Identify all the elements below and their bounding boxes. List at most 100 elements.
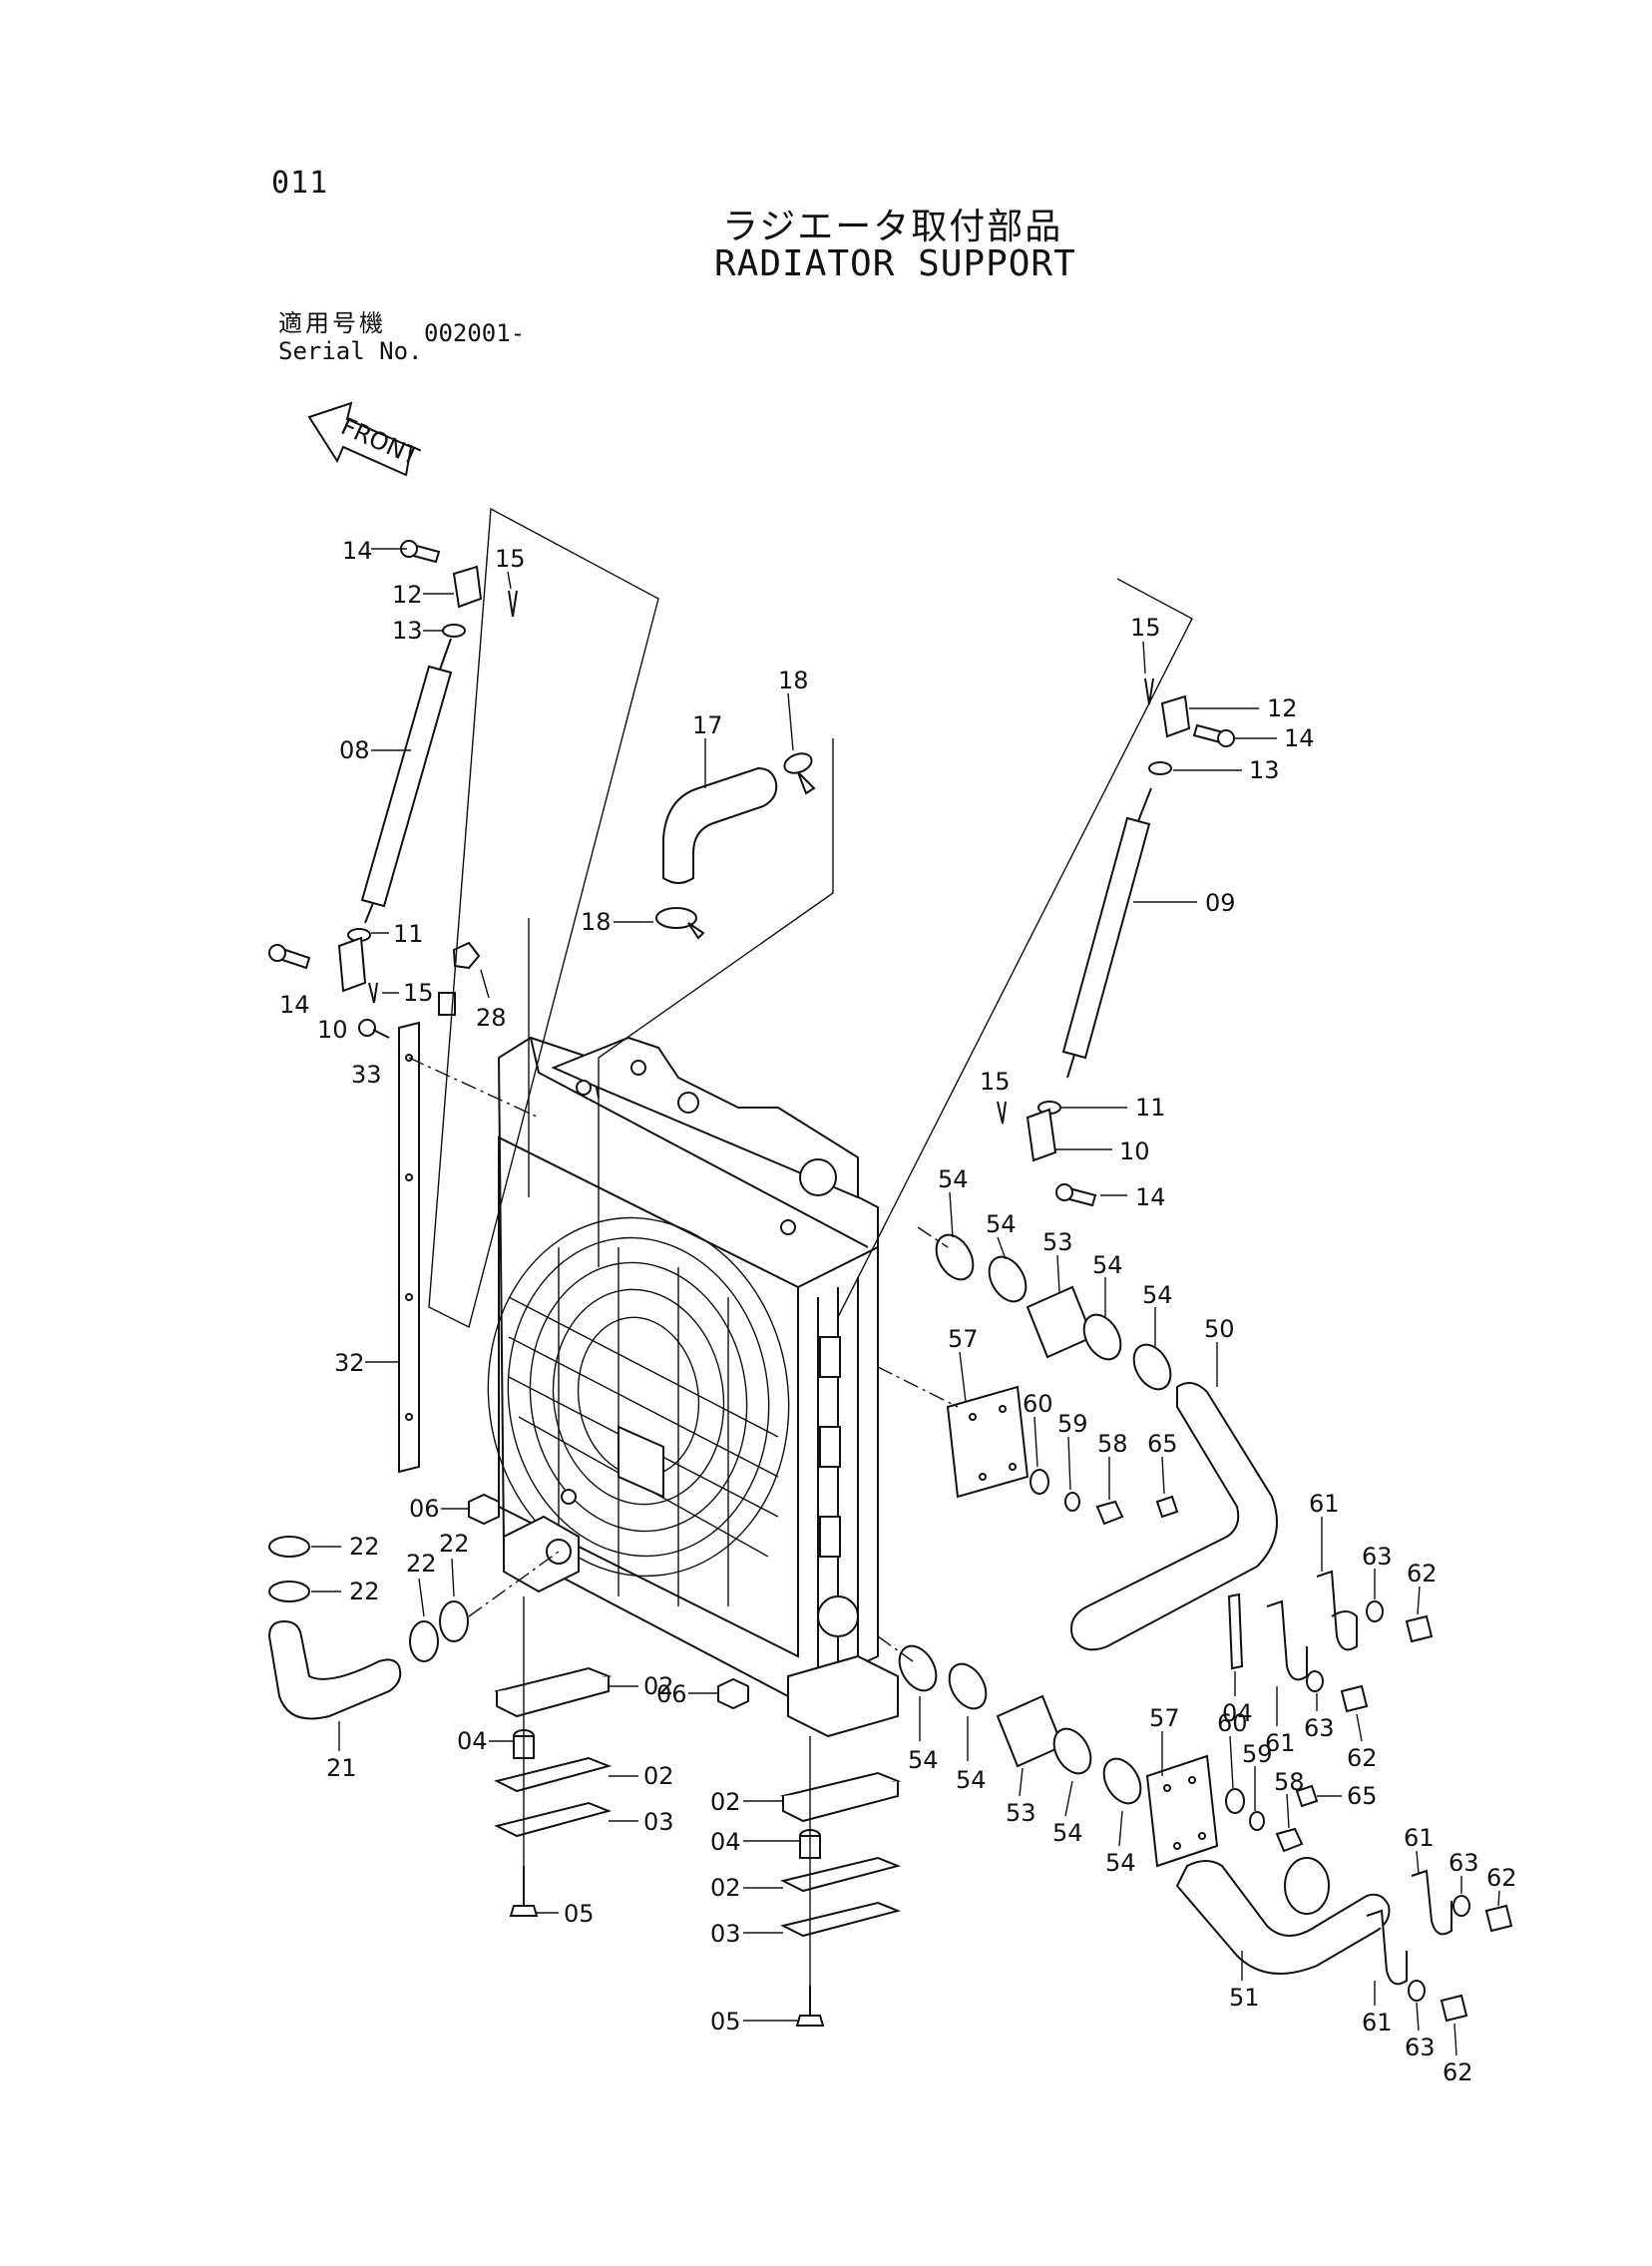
callout-label: 05 <box>564 1900 595 1928</box>
callout-label: 65 <box>1347 1782 1378 1810</box>
callout-label: 61 <box>1404 1824 1435 1852</box>
flange-plate-lower <box>1145 1754 1391 1975</box>
callout-label: 58 <box>1274 1768 1305 1796</box>
callout-label: 02 <box>643 1762 674 1790</box>
callout-label: 06 <box>656 1680 687 1708</box>
callout-label: 04 <box>1222 1699 1253 1727</box>
reference-lines <box>428 507 1193 1329</box>
callout-label: 12 <box>392 581 423 609</box>
callout-label: 54 <box>986 1210 1017 1238</box>
callout-label: 03 <box>710 1920 741 1948</box>
callout-label: 14 <box>1284 724 1315 752</box>
callout-label: 22 <box>439 1530 470 1558</box>
pipe-bracket-upper <box>1227 1570 1434 1713</box>
callout-label: 63 <box>1448 1849 1479 1877</box>
callout-label: 54 <box>938 1165 969 1193</box>
callout-label: 15 <box>403 979 434 1007</box>
callout-label: 02 <box>643 1672 674 1700</box>
callout-label: 59 <box>1057 1410 1088 1438</box>
callout-label: 10 <box>317 1016 348 1044</box>
callout-label: 54 <box>1142 1281 1173 1309</box>
title-english: RADIATOR SUPPORT <box>714 243 1076 284</box>
callout-label: 54 <box>956 1766 987 1794</box>
lower-hose-left <box>267 1536 560 1720</box>
flange-plate-upper <box>877 1366 1179 1526</box>
callout-label: 15 <box>980 1068 1011 1096</box>
callout-label: 62 <box>1407 1560 1438 1587</box>
nut-06-left <box>468 1493 500 1526</box>
callout-label: 28 <box>476 1004 507 1032</box>
upper-oil-line <box>917 1226 1278 1651</box>
callout-label: 18 <box>778 667 809 694</box>
front-arrow-icon: FRONT <box>307 401 423 477</box>
callout-label: 53 <box>1042 1228 1073 1256</box>
callout-label: 02 <box>710 1788 741 1816</box>
callout-label: 22 <box>406 1550 437 1578</box>
left-mount-stack <box>494 1596 613 1917</box>
callout-label: 14 <box>342 537 373 565</box>
callout-label: 04 <box>710 1828 741 1856</box>
gas-strut-left <box>268 540 518 1004</box>
callout-label: 59 <box>1242 1740 1273 1768</box>
callout-label: 63 <box>1362 1543 1393 1571</box>
lower-oil-line <box>877 1635 1142 1805</box>
serial-label-english: Serial No. <box>278 337 423 365</box>
callout-label: 50 <box>1204 1315 1235 1343</box>
callout-label: 61 <box>1309 1490 1340 1518</box>
callout-label: 22 <box>349 1533 380 1561</box>
title-japanese: ラジエータ取付部品 <box>722 207 1063 247</box>
callout-label: 60 <box>1023 1390 1053 1418</box>
callout-label: 12 <box>1267 694 1298 722</box>
callout-label: 54 <box>908 1746 939 1774</box>
drain-plug <box>438 941 481 1016</box>
callout-label: 54 <box>1052 1819 1083 1847</box>
side-cover <box>398 1021 540 1474</box>
callouts: 14 12 15 13 08 11 14 15 10 28 33 17 18 1… <box>279 537 1517 2086</box>
callout-label: 03 <box>643 1808 674 1836</box>
callout-label: 11 <box>393 920 424 948</box>
callout-label: 32 <box>334 1349 365 1377</box>
callout-label: 33 <box>351 1061 382 1089</box>
callout-label: 57 <box>1149 1704 1180 1732</box>
callout-label: 65 <box>1147 1430 1178 1458</box>
callout-label: 05 <box>710 2008 741 2036</box>
callout-label: 62 <box>1347 1744 1378 1772</box>
page-number: 011 <box>271 166 329 201</box>
serial-number-value: 002001- <box>424 319 526 347</box>
callout-label: 53 <box>1006 1799 1036 1827</box>
callout-label: 04 <box>457 1727 488 1755</box>
callout-label: 14 <box>279 991 310 1019</box>
callout-label: 14 <box>1135 1183 1166 1211</box>
gas-strut-right <box>997 678 1235 1207</box>
serial-label-japanese: 適用号機 <box>278 309 386 337</box>
callout-label: 11 <box>1135 1094 1166 1122</box>
callout-label: 63 <box>1304 1714 1335 1742</box>
callout-label: 09 <box>1205 889 1236 917</box>
callout-label: 22 <box>349 1578 380 1605</box>
callout-label: 51 <box>1229 1984 1260 2012</box>
callout-label: 21 <box>326 1754 357 1782</box>
callout-label: 13 <box>1249 756 1280 784</box>
callout-label: 08 <box>339 736 370 764</box>
callout-label: 61 <box>1362 2009 1393 2037</box>
callout-label: 02 <box>710 1874 741 1902</box>
callout-label: 06 <box>409 1495 440 1523</box>
pipe-bracket-lower <box>1366 1869 1513 2023</box>
callout-label: 13 <box>392 617 423 645</box>
callout-label: 62 <box>1486 1864 1517 1892</box>
callout-label: 61 <box>1265 1729 1296 1757</box>
callout-label: 10 <box>1119 1137 1150 1165</box>
callout-label: 15 <box>1130 614 1161 642</box>
callout-label: 54 <box>1092 1251 1123 1279</box>
radiator-assembly <box>487 1036 899 1738</box>
callout-label: 63 <box>1405 2034 1436 2061</box>
callout-label: 58 <box>1097 1430 1128 1458</box>
right-mount-stack <box>717 1677 902 2027</box>
upper-hose <box>655 752 816 940</box>
callout-label: 18 <box>581 908 612 936</box>
callout-label: 60 <box>1217 1709 1248 1737</box>
callout-label: 17 <box>692 711 723 739</box>
callout-label: 57 <box>948 1325 979 1353</box>
